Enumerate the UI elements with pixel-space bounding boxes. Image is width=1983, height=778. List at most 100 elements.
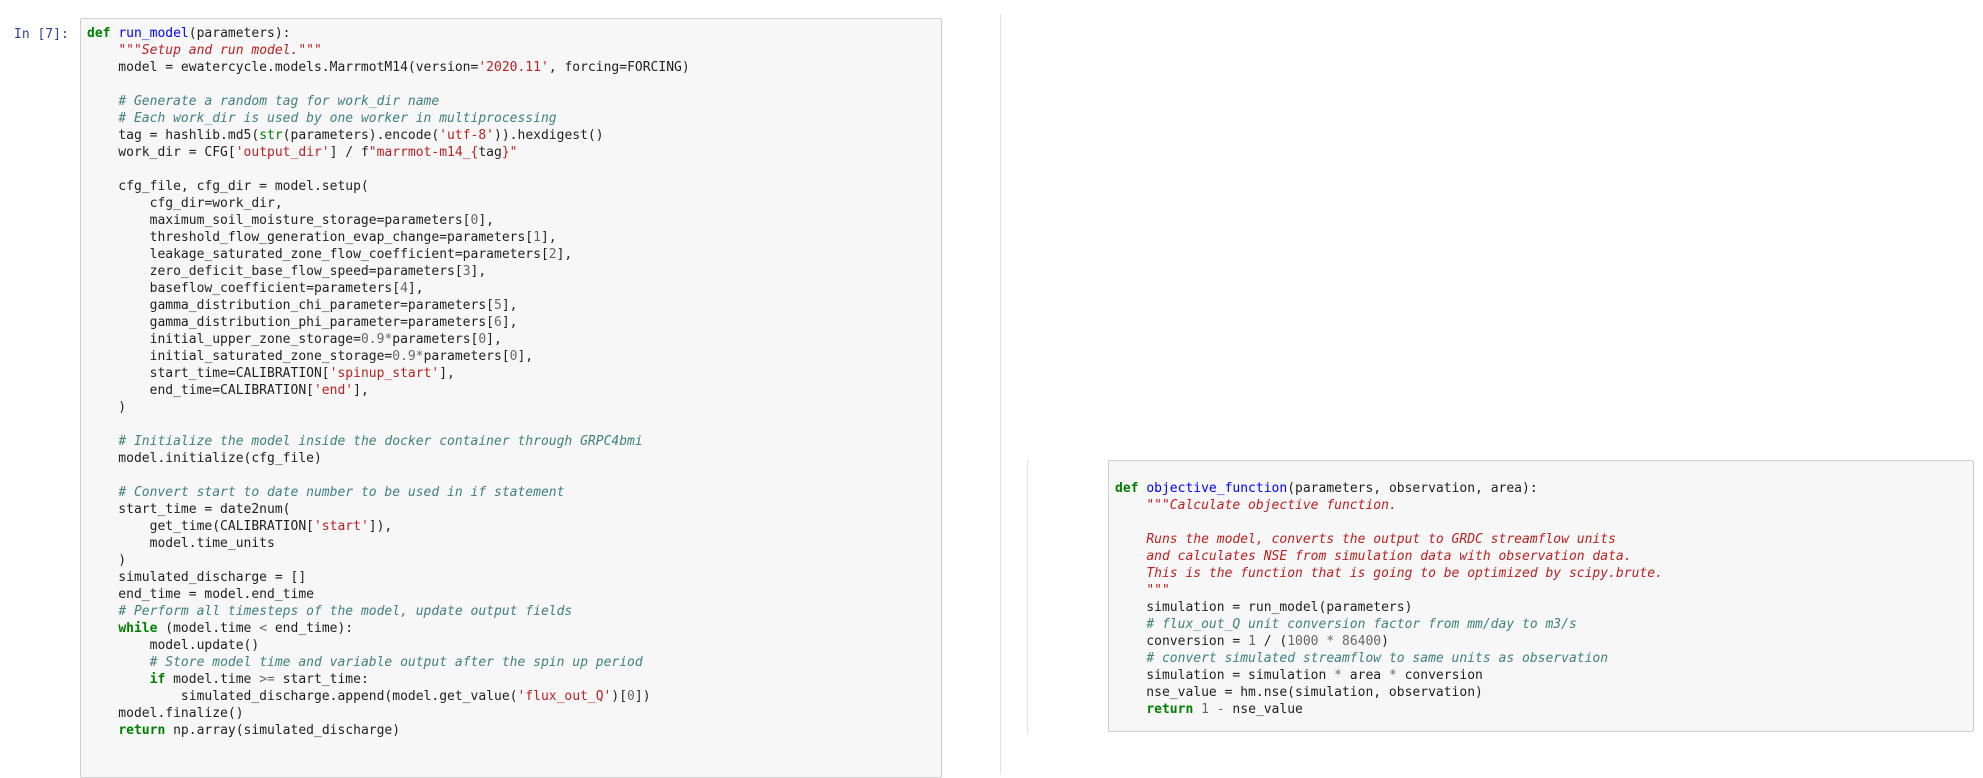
- code-token: str: [259, 128, 283, 143]
- code-token: 0.9: [392, 349, 416, 364]
- code-token: 1000: [1287, 634, 1319, 649]
- code-token: [1115, 651, 1146, 666]
- code-line: work_dir = CFG['output_dir'] / f"marrmot…: [87, 144, 690, 161]
- code-token: ],: [478, 213, 494, 228]
- code-line: initial_saturated_zone_storage=0.9*param…: [87, 348, 690, 365]
- code-token: / (: [1255, 634, 1288, 649]
- code-token: # Convert start to date number to be use…: [118, 485, 565, 500]
- code-line: # Initialize the model inside the docker…: [87, 433, 690, 450]
- code-token: conversion: [1396, 668, 1483, 683]
- code-token: [87, 604, 118, 619]
- code-token: [87, 621, 118, 636]
- code-token: (model.time: [157, 621, 260, 636]
- code-line: """Calculate objective function.: [1115, 497, 1663, 514]
- code-line: Runs the model, converts the output to G…: [1115, 531, 1663, 548]
- code-token: )).hexdigest(): [494, 128, 604, 143]
- code-cell-objective-function[interactable]: def objective_function(parameters, obser…: [1108, 460, 1974, 732]
- code-line: model.time_units: [87, 535, 690, 552]
- code-token: 'utf-8': [439, 128, 495, 143]
- code-token: ],: [486, 332, 502, 347]
- code-token: 'output_dir': [235, 145, 330, 160]
- code-token: np.array(simulated_discharge): [165, 723, 401, 738]
- code-line: model.finalize(): [87, 705, 690, 722]
- code-token: objective_function: [1146, 481, 1288, 496]
- code-token: [1115, 566, 1146, 581]
- code-token: model.time: [165, 672, 260, 687]
- code-line: simulation = simulation * area * convers…: [1115, 667, 1663, 684]
- code-token: 5: [494, 298, 502, 313]
- code-token: 1: [533, 230, 541, 245]
- code-line: [87, 416, 690, 433]
- code-line: conversion = 1 / (1000 * 86400): [1115, 633, 1663, 650]
- code-token: 0: [509, 349, 518, 364]
- code-line: simulated_discharge = []: [87, 569, 690, 586]
- code-token: 2: [548, 247, 557, 262]
- code-token: [87, 655, 150, 670]
- code-token: 0: [627, 689, 635, 704]
- code-token: [87, 43, 118, 58]
- code-line: model.initialize(cfg_file): [87, 450, 690, 467]
- code-line: maximum_soil_moisture_storage=parameters…: [87, 212, 690, 229]
- code-token: # Perform all timesteps of the model, up…: [118, 604, 573, 619]
- code-line: simulation = run_model(parameters): [1115, 599, 1663, 616]
- code-line: gamma_distribution_phi_parameter=paramet…: [87, 314, 690, 331]
- code-token: ],: [470, 264, 487, 279]
- code-token: 3: [462, 264, 471, 279]
- code-token: cfg_dir=work_dir,: [87, 196, 283, 211]
- code-line: leakage_saturated_zone_flow_coefficient=…: [87, 246, 690, 263]
- code-token: [87, 672, 150, 687]
- code-line: cfg_file, cfg_dir = model.setup(: [87, 178, 690, 195]
- code-token: ],: [517, 349, 534, 364]
- code-token: start_time=CALIBRATION[: [87, 366, 330, 381]
- code-line: # flux_out_Q unit conversion factor from…: [1115, 616, 1663, 633]
- code-token: 0.9: [360, 332, 385, 347]
- code-editor[interactable]: def run_model(parameters): """Setup and …: [87, 25, 690, 739]
- code-token: # convert simulated streamflow to same u…: [1146, 651, 1609, 666]
- code-line: end_time = model.end_time: [87, 586, 690, 603]
- code-token: maximum_soil_moisture_storage=parameters…: [87, 213, 471, 228]
- code-line: end_time=CALIBRATION['end'],: [87, 382, 690, 399]
- code-token: *: [415, 349, 424, 364]
- code-line: gamma_distribution_chi_parameter=paramet…: [87, 297, 690, 314]
- code-token: <: [259, 621, 268, 636]
- code-token: ): [87, 553, 127, 568]
- code-line: tag = hashlib.md5(str(parameters).encode…: [87, 127, 690, 144]
- code-token: simulated_discharge = []: [87, 570, 307, 585]
- code-token: ],: [540, 230, 557, 245]
- code-token: get_time(CALIBRATION[: [87, 519, 314, 534]
- code-token: 'end': [313, 383, 354, 398]
- code-token: # Generate a random tag for work_dir nam…: [118, 94, 440, 109]
- code-token: gamma_distribution_chi_parameter=paramet…: [87, 298, 494, 313]
- code-token: 'spinup_start': [329, 366, 440, 381]
- code-token: ],: [407, 281, 424, 296]
- code-token: , forcing=FORCING): [548, 60, 690, 75]
- code-token: 4: [400, 281, 408, 296]
- code-token: -: [1216, 702, 1225, 717]
- code-token: 0: [470, 213, 479, 228]
- code-token: model.time_units: [87, 536, 275, 551]
- code-token: if: [149, 672, 166, 687]
- code-token: *: [1388, 668, 1397, 683]
- code-token: [87, 111, 118, 126]
- code-line: zero_deficit_base_flow_speed=parameters[…: [87, 263, 690, 280]
- code-editor[interactable]: def objective_function(parameters, obser…: [1115, 480, 1663, 718]
- code-token: [1193, 702, 1201, 717]
- code-token: model.initialize(cfg_file): [87, 451, 322, 466]
- code-token: # Each work_dir is used by one worker in…: [118, 111, 557, 126]
- code-token: [87, 485, 118, 500]
- code-token: # Initialize the model inside the docker…: [118, 434, 643, 449]
- code-cell-run-model[interactable]: def run_model(parameters): """Setup and …: [80, 18, 942, 778]
- code-token: ]),: [368, 519, 393, 534]
- code-token: end_time=CALIBRATION[: [87, 383, 314, 398]
- code-token: [1334, 634, 1342, 649]
- code-line: def run_model(parameters):: [87, 25, 690, 42]
- code-line: [87, 161, 690, 178]
- code-token: }": [501, 145, 518, 160]
- code-token: threshold_flow_generation_evap_change=pa…: [87, 230, 534, 245]
- code-token: area: [1341, 668, 1389, 683]
- code-token: "marrmot-m14_{: [368, 145, 479, 160]
- code-token: ]): [634, 689, 651, 704]
- code-token: """Calculate objective function.: [1146, 498, 1397, 513]
- code-token: gamma_distribution_phi_parameter=paramet…: [87, 315, 494, 330]
- code-token: simulation = run_model(parameters): [1115, 600, 1413, 615]
